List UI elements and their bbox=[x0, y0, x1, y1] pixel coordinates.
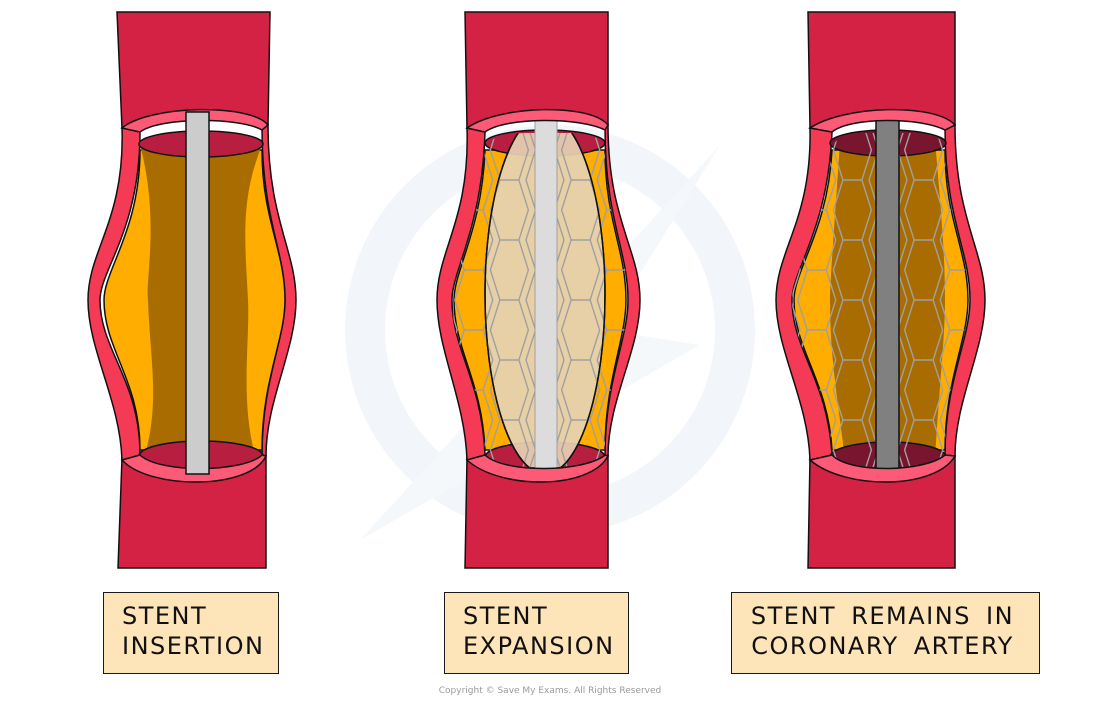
catheter-wire bbox=[875, 111, 900, 477]
artery-rim-bottom bbox=[808, 454, 957, 483]
artery-rim-top bbox=[808, 108, 957, 133]
catheter-wire bbox=[185, 111, 210, 475]
stage-insertion-illustration bbox=[87, 11, 297, 569]
label-line: INSERTION bbox=[122, 632, 265, 660]
label-line: EXPANSION bbox=[463, 632, 615, 660]
stage-remains-illustration bbox=[775, 11, 986, 569]
artery-rim-top bbox=[465, 108, 609, 133]
label-stent-expansion: STENT EXPANSION bbox=[444, 592, 629, 674]
label-line: STENT REMAINS IN bbox=[750, 602, 1015, 630]
catheter-wire bbox=[534, 111, 558, 477]
label-line: STENT bbox=[122, 602, 208, 630]
stage-expansion-illustration bbox=[436, 11, 641, 569]
artery-rim-top bbox=[120, 108, 270, 133]
label-stent-remains: STENT REMAINS IN CORONARY ARTERY bbox=[731, 592, 1040, 674]
label-line: STENT bbox=[463, 602, 549, 630]
copyright-text: Copyright © Save My Exams. All Rights Re… bbox=[438, 686, 662, 696]
label-stent-insertion: STENT INSERTION bbox=[103, 592, 279, 674]
artery-rim-bottom bbox=[465, 454, 610, 483]
label-line: CORONARY ARTERY bbox=[751, 632, 1014, 660]
